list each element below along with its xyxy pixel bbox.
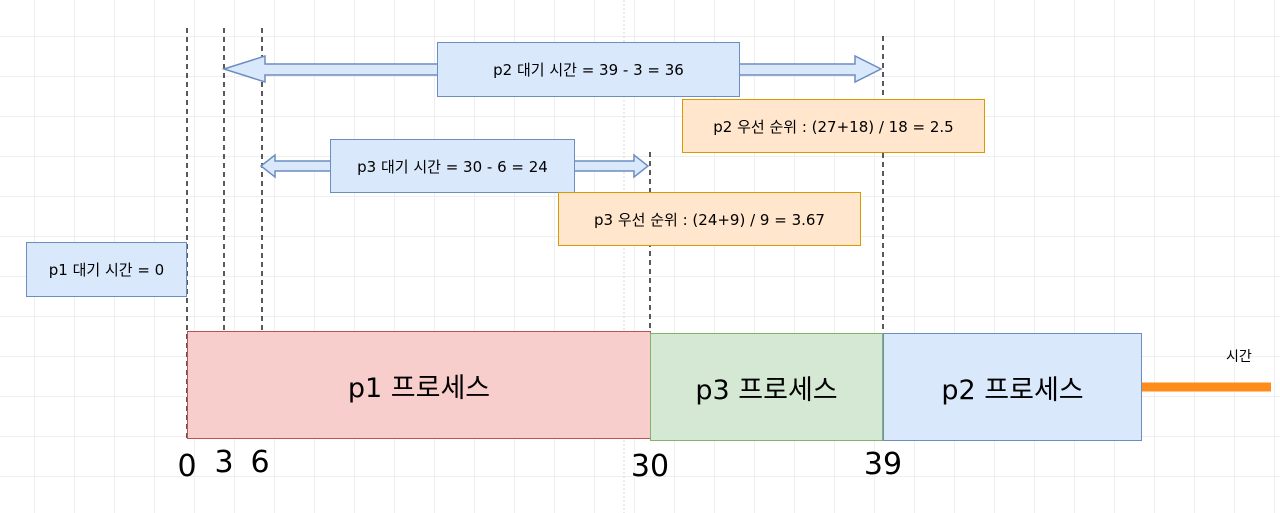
tick-label-0: 0	[177, 449, 197, 484]
process-block-p3: p3 프로세스	[650, 333, 883, 441]
p3-wait-label: p3 대기 시간 = 30 - 6 = 24	[330, 139, 575, 193]
time-axis-label: 시간	[1226, 349, 1252, 365]
p2-priority-label: p2 우선 순위 : (27+18) / 18 = 2.5	[682, 99, 985, 153]
p2-wait-label: p2 대기 시간 = 39 - 3 = 36	[437, 42, 740, 97]
p1-wait-label: p1 대기 시간 = 0	[26, 242, 187, 297]
tick-label-39: 39	[863, 447, 903, 482]
tick-label-6: 6	[250, 445, 270, 480]
process-block-p1: p1 프로세스	[187, 331, 651, 439]
tick-label-3: 3	[214, 445, 234, 480]
p3-priority-label: p3 우선 순위 : (24+9) / 9 = 3.67	[558, 192, 861, 246]
process-block-p2: p2 프로세스	[883, 333, 1142, 441]
tick-label-30: 30	[630, 449, 670, 484]
